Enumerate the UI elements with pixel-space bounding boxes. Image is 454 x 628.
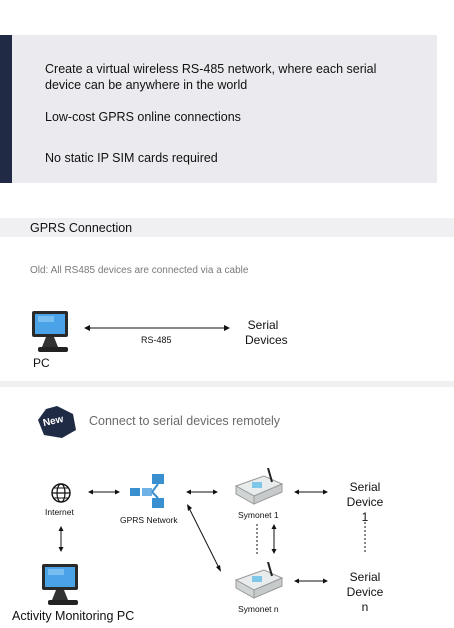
rs485-label: RS-485 <box>141 335 172 345</box>
gprs-network-icon <box>130 474 164 508</box>
symonetn-serialn-arrow <box>294 578 328 584</box>
serial-device-n-label: Serial Device n <box>343 570 387 615</box>
serial-dotted-line <box>364 522 366 554</box>
symonetn-device-icon <box>234 562 284 599</box>
symonetn-label: Symonet n <box>238 604 279 614</box>
gprs-section-title: GPRS Connection <box>30 221 133 235</box>
serial-devices-label: Serial Devices <box>245 318 288 348</box>
gprs-section-header <box>0 218 454 237</box>
internet-pc-arrow <box>58 526 64 552</box>
new-badge-icon <box>38 406 76 438</box>
gprs-symonet1-arrow <box>186 489 218 495</box>
feature-text-3: No static IP SIM cards required <box>45 151 218 165</box>
feature-text-2: Low-cost GPRS online connections <box>45 110 241 124</box>
symonet1-serial1-arrow <box>294 489 328 495</box>
serial-devices-line-1: Serial <box>247 318 279 332</box>
symonet-link-arrow <box>271 524 277 554</box>
activity-pc-monitor-icon <box>42 564 78 605</box>
serial-devices-line-2: Devices <box>245 333 288 347</box>
symonet1-label: Symonet 1 <box>238 510 279 520</box>
features-accent-bar <box>0 35 12 183</box>
pc-label: PC <box>33 356 50 370</box>
feature-text-1: Create a virtual wireless RS-485 network… <box>45 61 425 93</box>
serial-device-n-line-2: Device n <box>346 585 384 614</box>
rs485-link-arrow <box>84 325 230 331</box>
activity-pc-label: Activity Monitoring PC <box>12 609 135 623</box>
symonet1-device-icon <box>234 468 284 505</box>
feature-line-2: device can be anywhere in the world <box>45 78 248 92</box>
symonet-dotted-line <box>256 524 258 554</box>
serial-device-1-line-2: Device 1 <box>346 495 384 524</box>
feature-line-1: Create a virtual wireless RS-485 network… <box>45 62 377 76</box>
pc-monitor-icon <box>32 311 68 352</box>
serial-device-1-label: Serial Device 1 <box>343 480 387 525</box>
serial-device-1-line-1: Serial <box>349 480 381 494</box>
old-caption: Old: All RS485 devices are connected via… <box>30 265 249 276</box>
gprs-network-label: GPRS Network <box>120 515 178 525</box>
new-caption: Connect to serial devices remotely <box>89 414 281 428</box>
serial-device-n-line-1: Serial <box>349 570 381 584</box>
section-divider <box>0 381 454 387</box>
features-panel <box>0 35 437 183</box>
internet-label: Internet <box>45 507 74 517</box>
globe-icon <box>51 483 71 503</box>
internet-gprs-arrow <box>88 489 120 495</box>
gprs-symonetn-arrow <box>187 504 221 572</box>
